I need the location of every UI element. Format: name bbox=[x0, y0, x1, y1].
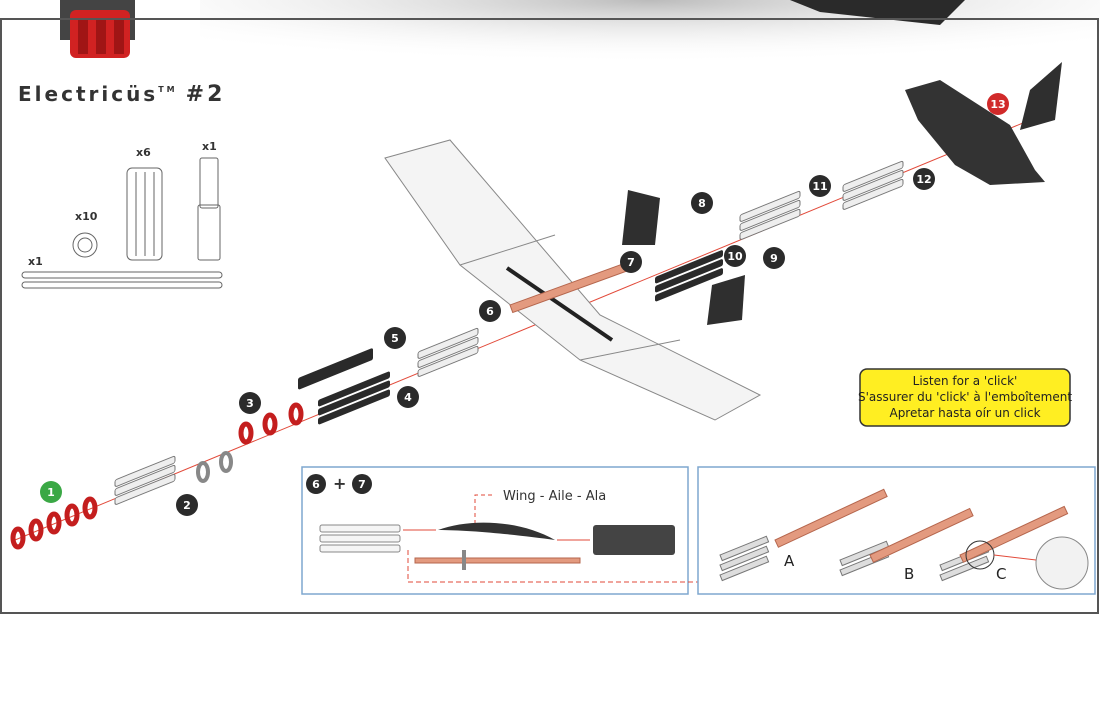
part-qty: x10 bbox=[75, 210, 98, 223]
step-badge-6: 6 bbox=[479, 300, 501, 322]
step-badges: 1 2 3 4 5 6 7 8 9 10 11 12 13 bbox=[40, 93, 1009, 516]
part-qty: x1 bbox=[28, 255, 43, 268]
step-badge-13: 13 bbox=[987, 93, 1009, 115]
inset-wing-joint: 6 + 7 Wing - Aile - Ala bbox=[301, 466, 698, 595]
top-shadow bbox=[200, 0, 1100, 90]
svg-text:12: 12 bbox=[916, 173, 931, 186]
dark-connectors bbox=[298, 250, 723, 425]
step-badge-7: 7 bbox=[620, 251, 642, 273]
parts-list bbox=[21, 157, 223, 289]
svg-text:Apretar hasta oír un click: Apretar hasta oír un click bbox=[889, 406, 1040, 420]
svg-text:10: 10 bbox=[727, 250, 743, 263]
step-badge-3: 3 bbox=[239, 392, 261, 414]
tail-wing bbox=[905, 80, 1045, 185]
ring-parts bbox=[10, 402, 304, 550]
svg-text:S'assurer du 'click' à l'emboî: S'assurer du 'click' à l'emboîtement bbox=[858, 390, 1072, 404]
fin-top bbox=[622, 190, 660, 245]
part-qty: x1 bbox=[202, 140, 217, 153]
label-c: C bbox=[996, 565, 1006, 583]
spar bbox=[505, 266, 614, 342]
svg-text:4: 4 bbox=[404, 391, 412, 404]
svg-text:7: 7 bbox=[627, 256, 635, 269]
red-connector-photo bbox=[60, 0, 135, 58]
svg-text:+: + bbox=[333, 474, 346, 493]
label-b: B bbox=[904, 565, 914, 583]
click-note: Listen for a 'click' S'assurer du 'click… bbox=[858, 368, 1072, 427]
fin-bottom bbox=[707, 275, 745, 325]
wing bbox=[384, 139, 762, 421]
part-qty: x6 bbox=[136, 146, 151, 159]
svg-text:8: 8 bbox=[698, 197, 706, 210]
tail-fin bbox=[1020, 62, 1062, 130]
svg-text:Wing - Aile - Ala: Wing - Aile - Ala bbox=[503, 489, 606, 504]
step-badge-2: 2 bbox=[176, 494, 198, 516]
step-badge-10: 10 bbox=[724, 245, 746, 267]
svg-text:Listen for a 'click': Listen for a 'click' bbox=[913, 374, 1018, 388]
svg-text:7: 7 bbox=[358, 478, 366, 491]
step-badge-5: 5 bbox=[384, 327, 406, 349]
svg-text:1: 1 bbox=[47, 486, 55, 499]
step-badge-12: 12 bbox=[913, 168, 935, 190]
label-a: A bbox=[784, 552, 795, 570]
svg-text:6: 6 bbox=[312, 478, 320, 491]
step-badge-9: 9 bbox=[763, 247, 785, 269]
svg-text:13: 13 bbox=[990, 98, 1005, 111]
step-badge-8: 8 bbox=[691, 192, 713, 214]
connector-parts bbox=[114, 160, 904, 505]
inset-rod-assembly: A B C bbox=[697, 466, 1096, 595]
grey-rings bbox=[196, 451, 233, 483]
svg-text:9: 9 bbox=[770, 252, 778, 265]
svg-text:2: 2 bbox=[183, 499, 191, 512]
svg-text:5: 5 bbox=[391, 332, 399, 345]
svg-text:6: 6 bbox=[486, 305, 494, 318]
step-badge-4: 4 bbox=[397, 386, 419, 408]
step-badge-11: 11 bbox=[809, 175, 831, 197]
step-badge-1: 1 bbox=[40, 481, 62, 503]
page-frame bbox=[0, 18, 1099, 614]
product-title: ElectricüsTM#2 bbox=[18, 82, 225, 107]
svg-text:3: 3 bbox=[246, 397, 254, 410]
svg-text:11: 11 bbox=[812, 180, 827, 193]
